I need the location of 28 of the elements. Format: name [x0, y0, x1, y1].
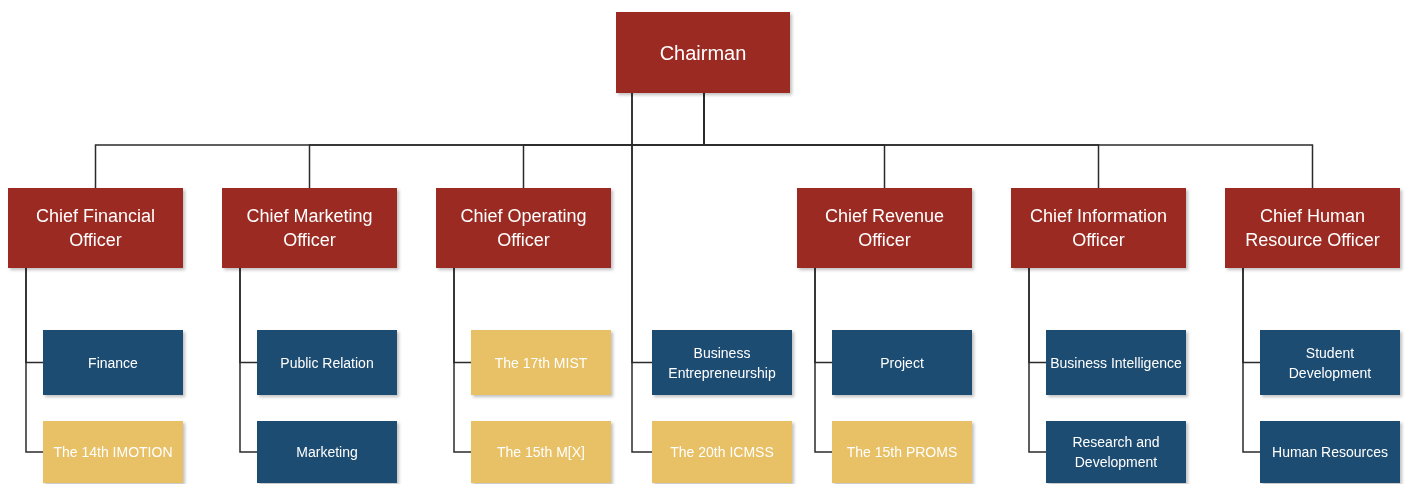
connector-line — [1028, 267, 1047, 453]
connector-line — [1242, 267, 1261, 453]
connector-line — [453, 267, 472, 453]
department-box: Marketing — [257, 421, 397, 483]
department-box: Human Resources — [1260, 421, 1400, 483]
connector-line — [25, 267, 44, 453]
department-box: Business Entrepreneurship — [652, 330, 792, 395]
connector-line — [814, 267, 833, 453]
department-box: Business Intelligence — [1046, 330, 1186, 395]
department-box: Research and Development — [1046, 421, 1186, 483]
role-box: Chairman — [616, 12, 790, 93]
role-box: Chief Marketing Officer — [222, 188, 397, 268]
department-box: Student Development — [1260, 330, 1400, 395]
department-box: Public Relation — [257, 330, 397, 395]
role-box: Chief Operating Officer — [436, 188, 611, 268]
role-box: Chief Financial Officer — [8, 188, 183, 268]
department-box: The 14th IMOTION — [43, 421, 183, 483]
department-box: The 17th MIST — [471, 330, 611, 395]
role-box: Chief Revenue Officer — [797, 188, 972, 268]
department-box: The 15th M[X] — [471, 421, 611, 483]
role-box: Chief Human Resource Officer — [1225, 188, 1400, 268]
connector-line — [239, 267, 258, 453]
department-box: The 20th ICMSS — [652, 421, 792, 483]
department-box: The 15th PROMS — [832, 421, 972, 483]
role-box: Chief Information Officer — [1011, 188, 1186, 268]
department-box: Finance — [43, 330, 183, 395]
department-box: Project — [832, 330, 972, 395]
connector-line — [631, 92, 653, 453]
